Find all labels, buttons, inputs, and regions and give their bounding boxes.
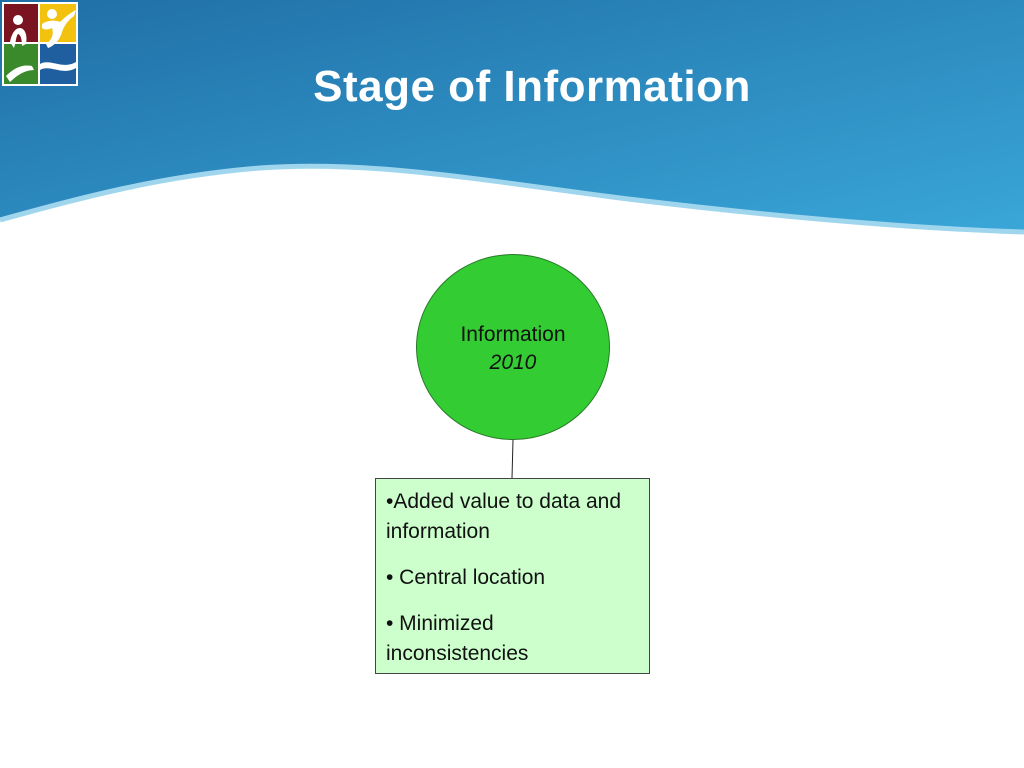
bullet-box: •Added value to data and information • C… (375, 478, 650, 674)
header-banner (0, 0, 1024, 235)
bullet-item: • Central location (386, 566, 546, 589)
people-logo-icon (2, 2, 78, 86)
information-node: Information 2010 (416, 254, 610, 440)
bullet-item: •Added value to data and information (386, 490, 622, 543)
slide-title: Stage of Information (313, 62, 751, 111)
bullet-item: • Minimized inconsistencies (386, 612, 529, 665)
node-year: 2010 (489, 351, 537, 374)
node-label: Information (460, 323, 566, 346)
